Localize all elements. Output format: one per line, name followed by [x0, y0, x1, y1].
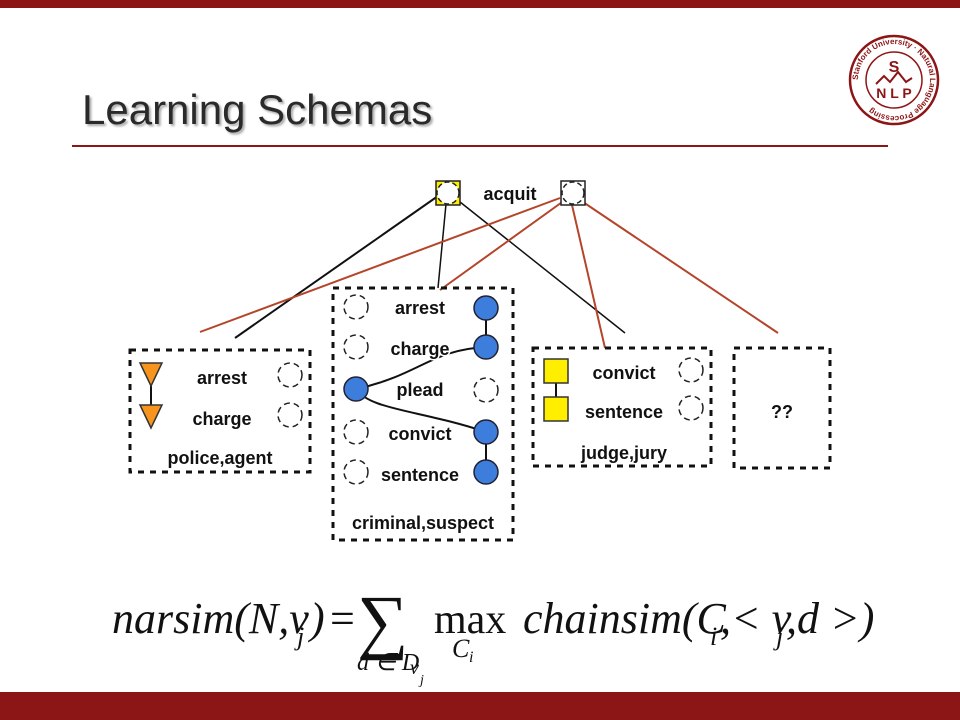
schema-judge-box	[531, 346, 713, 468]
criminal-event-convict: convict	[388, 424, 451, 444]
formula-rhs-a: chainsim(C	[523, 594, 727, 643]
logo-letter-s: S	[889, 59, 900, 76]
formula-sum-sub-j: j	[418, 673, 424, 688]
acquit-slot-left	[436, 181, 460, 205]
formula-rhs-b: ,< v	[720, 594, 792, 643]
schema-criminal: arrest charge plead convict sentence cri…	[331, 286, 515, 542]
top-accent-bar	[0, 0, 960, 8]
criminal-slot-2	[343, 334, 369, 360]
schema-police-box	[128, 348, 312, 474]
circle-icon-plead	[343, 376, 369, 402]
acquit-label: acquit	[483, 184, 536, 204]
link-red-unknown	[579, 199, 779, 334]
criminal-slot-4	[343, 419, 369, 445]
schema-unknown-box	[732, 346, 832, 470]
schema-judge: convict sentence judge,jury	[531, 346, 713, 468]
formula-max-sub: C	[452, 634, 470, 663]
criminal-link-charge-plead	[355, 346, 487, 390]
criminal-event-charge: charge	[390, 339, 449, 359]
judge-roles: judge,jury	[580, 443, 667, 463]
acquit-slot-right	[561, 181, 585, 205]
square-icon-convict	[543, 358, 569, 384]
circle-icon-convict	[473, 419, 499, 445]
formula-rhs-sub-i: i	[710, 622, 717, 651]
criminal-roles: criminal,suspect	[352, 513, 494, 533]
formula-max: max	[434, 597, 506, 643]
link-black-police	[234, 195, 439, 339]
formula-max-sub-i: i	[469, 649, 473, 666]
formula-lhs-close: )	[307, 594, 325, 643]
police-event-charge: charge	[192, 409, 251, 429]
link-red-judge	[571, 204, 606, 349]
formula-rhs-sub-j: j	[773, 622, 783, 651]
schema-police: arrest charge police,agent	[128, 348, 312, 474]
police-slot-2	[277, 402, 303, 428]
criminal-event-plead: plead	[396, 380, 443, 400]
police-event-arrest: arrest	[197, 368, 247, 388]
unknown-label: ??	[771, 402, 793, 422]
judge-slot-2	[678, 395, 704, 421]
triangle-icon-arrest	[138, 362, 164, 388]
formula-sum-sub-v: v	[410, 657, 419, 679]
bottom-accent-bar	[0, 692, 960, 720]
stanford-nlp-logo: Stanford University · Natural Language P…	[848, 34, 940, 126]
police-roles: police,agent	[167, 448, 272, 468]
criminal-slot-1	[343, 294, 369, 320]
square-icon-sentence	[543, 396, 569, 422]
formula-sum-sub-d: d ∈ D	[357, 650, 419, 676]
criminal-event-arrest: arrest	[395, 298, 445, 318]
judge-slot-1	[678, 357, 704, 383]
link-black-criminal	[437, 203, 447, 289]
criminal-slot-3	[473, 377, 499, 403]
logo-letters-nlp: N L P	[876, 85, 912, 101]
link-red-police	[199, 197, 561, 333]
acquit-node: acquit	[435, 180, 586, 206]
logo-mountain-icon	[875, 70, 913, 85]
formula-lhs: narsim(N,v	[112, 594, 309, 643]
criminal-event-sentence: sentence	[381, 465, 459, 485]
police-slot-1	[277, 362, 303, 388]
formula-equals: =	[330, 594, 355, 643]
schema-unknown: ??	[732, 346, 832, 470]
formula-rhs-c: ,d >)	[786, 594, 874, 643]
title-underline	[72, 145, 888, 147]
schema-criminal-box	[331, 286, 515, 542]
formula-sum: ∑	[357, 581, 408, 661]
criminal-slot-5	[343, 459, 369, 485]
formula-lhs-sub: j	[294, 622, 304, 651]
circle-icon-arrest	[473, 295, 499, 321]
circle-icon-charge	[473, 334, 499, 360]
slide-title: Learning Schemas	[82, 86, 433, 133]
acquit-links	[199, 195, 779, 349]
judge-event-sentence: sentence	[585, 402, 663, 422]
link-red-criminal	[439, 199, 566, 291]
judge-event-convict: convict	[592, 363, 655, 383]
triangle-icon-charge	[138, 404, 164, 430]
circle-icon-sentence	[473, 459, 499, 485]
